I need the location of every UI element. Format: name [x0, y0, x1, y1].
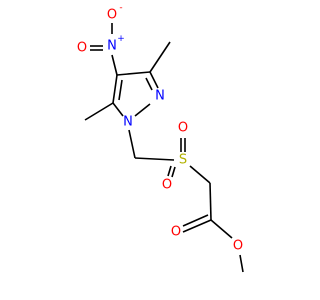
bond-c5-c4-a [112, 74, 118, 104]
bond-c-o-ester [210, 219, 233, 239]
atom-o-nitro-top: O [107, 8, 117, 23]
bond-lines [84, 23, 244, 273]
bond-n2-n1 [134, 103, 151, 117]
atom-o-carbonyl: O [171, 225, 181, 240]
bond-c3-n2-a [149, 71, 159, 89]
bond-o-methyl [239, 254, 244, 273]
atom-n-nitro: N [107, 39, 117, 54]
bond-c-o-double-a [182, 219, 212, 233]
charge-plus-n-nitro: + [117, 34, 125, 44]
atom-labels: O - N + O N N S O O O O [77, 3, 243, 254]
atom-n1-pyrazole: N [123, 115, 133, 130]
atom-o-ester: O [233, 239, 243, 254]
structure-canvas: O - N + O N N S O O O O [76, 3, 244, 273]
bond-c5-c4-b [118, 79, 123, 101]
bond-ch2-carbonyl-c [209, 182, 212, 221]
atom-n2-pyrazole: N [155, 89, 165, 104]
bond-c5-methyl [84, 102, 114, 121]
atom-o-nitro-left: O [77, 41, 87, 56]
bond-c4-c3 [116, 71, 151, 76]
bond-s-ch2 [189, 165, 211, 184]
bond-n1-ch2 [128, 129, 136, 159]
bond-s-o-bottom-b [171, 166, 176, 178]
atom-o-sulfonyl-bottom: O [162, 178, 172, 193]
charge-minus-o-nitro: - [119, 3, 122, 13]
bond-nitro-n-c4 [111, 54, 118, 76]
bond-c-o-double-b [182, 214, 209, 227]
bond-s-o-bottom-a [167, 165, 172, 177]
atom-s-sulfonyl: S [179, 153, 187, 168]
bond-n1-c5 [112, 102, 124, 117]
molecule-structure: O - N + O N N S O O O O [77, 3, 244, 273]
bond-c3-n2-b [145, 77, 153, 91]
atom-o-sulfonyl-top: O [178, 121, 188, 136]
bond-c3-methyl [149, 41, 171, 73]
bond-ch2-s [134, 157, 175, 161]
